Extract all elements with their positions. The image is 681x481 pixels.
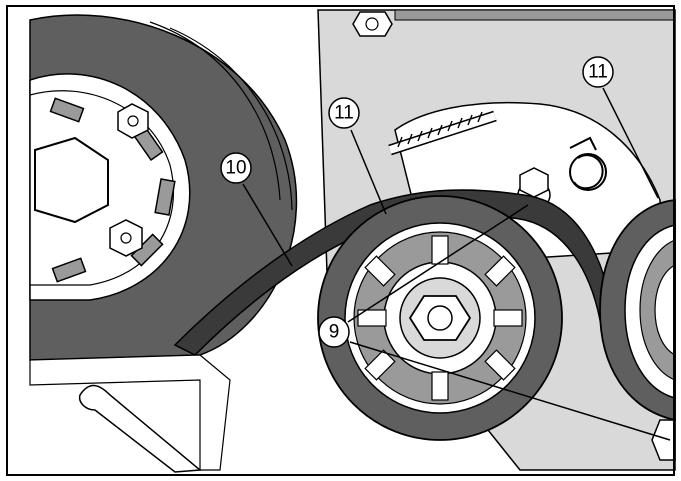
callout-11-center-label: 11: [334, 103, 354, 124]
hub-nut-lower: [109, 219, 143, 257]
bracket-top-edge: [394, 9, 676, 21]
hub-nut-upper: [117, 103, 149, 139]
callout-11-right-label: 11: [588, 62, 608, 83]
leader-lines: [242, 87, 671, 441]
callout-9-label: 9: [329, 322, 340, 343]
callout-10-label: 10: [225, 158, 246, 179]
callout-10: 10: [220, 152, 252, 184]
drive-pulley: [29, 14, 298, 361]
tension-spring: [388, 110, 497, 156]
idler-pulley-center: [317, 195, 563, 441]
figure-frame: [6, 5, 675, 476]
callout-11-center: 11: [328, 97, 360, 129]
idler-pulley-right: [599, 198, 676, 422]
lower-frame: [29, 354, 231, 471]
lower-lever: [78, 384, 202, 473]
hex-bore: [34, 136, 109, 224]
callout-9: 9: [318, 316, 350, 348]
bottom-right-nut: [651, 419, 676, 461]
callout-11-right: 11: [582, 56, 614, 88]
top-bolt: [352, 11, 393, 37]
spring-clip: [569, 136, 607, 191]
